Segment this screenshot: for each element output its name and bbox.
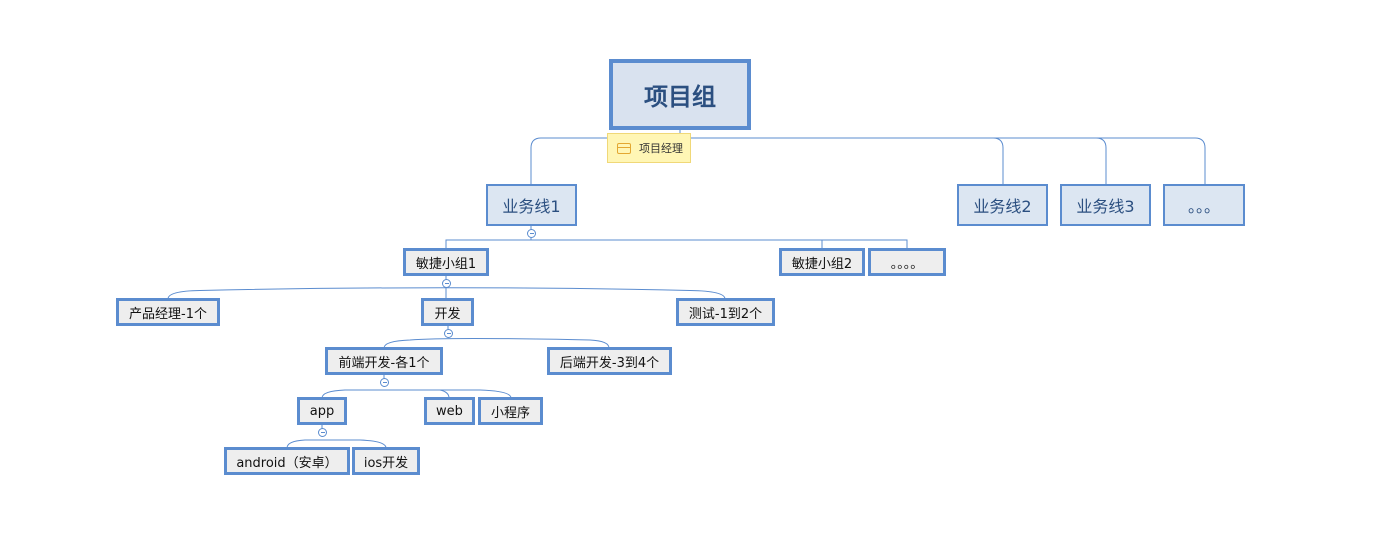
node-label: web bbox=[436, 403, 463, 419]
node-role-product-manager[interactable]: 产品经理-1个 bbox=[116, 298, 220, 326]
node-label: 测试-1到2个 bbox=[688, 306, 763, 322]
node-backend-dev[interactable]: 后端开发-3到4个 bbox=[547, 347, 672, 375]
collapse-toggle-icon[interactable] bbox=[444, 329, 453, 338]
node-label: ios开发 bbox=[363, 455, 409, 471]
node-label: 。。。 bbox=[1187, 197, 1220, 216]
node-team-1[interactable]: 敏捷小组1 bbox=[403, 248, 489, 276]
node-business-line-more[interactable]: 。。。 bbox=[1163, 184, 1245, 226]
node-role-dev[interactable]: 开发 bbox=[421, 298, 474, 326]
node-label: android（安卓） bbox=[236, 455, 338, 471]
note-project-manager[interactable]: 项目经理 bbox=[607, 133, 691, 163]
node-team-more[interactable]: 。。。。 bbox=[868, 248, 946, 276]
note-text: 项目经理 bbox=[639, 142, 683, 155]
node-web[interactable]: web bbox=[424, 397, 475, 425]
collapse-toggle-icon[interactable] bbox=[318, 428, 327, 437]
node-label: app bbox=[309, 403, 335, 419]
node-role-test[interactable]: 测试-1到2个 bbox=[676, 298, 775, 326]
node-label: 小程序 bbox=[490, 405, 530, 421]
node-team-2[interactable]: 敏捷小组2 bbox=[779, 248, 865, 276]
node-label: 业务线1 bbox=[502, 197, 561, 216]
node-app[interactable]: app bbox=[297, 397, 347, 425]
node-frontend-dev[interactable]: 前端开发-各1个 bbox=[325, 347, 443, 375]
node-label: 后端开发-3到4个 bbox=[559, 355, 660, 371]
collapse-toggle-icon[interactable] bbox=[442, 279, 451, 288]
node-label: 敏捷小组2 bbox=[791, 256, 853, 272]
node-label: 敏捷小组1 bbox=[415, 256, 477, 272]
collapse-toggle-icon[interactable] bbox=[380, 378, 389, 387]
root-node-project-group[interactable]: 项目组 bbox=[609, 59, 751, 130]
node-label: 。。。。 bbox=[890, 256, 924, 272]
node-mini-program[interactable]: 小程序 bbox=[478, 397, 543, 425]
node-business-line-1[interactable]: 业务线1 bbox=[486, 184, 577, 226]
node-business-line-2[interactable]: 业务线2 bbox=[957, 184, 1048, 226]
node-android[interactable]: android（安卓） bbox=[224, 447, 350, 475]
root-title: 项目组 bbox=[644, 83, 716, 111]
node-label: 业务线2 bbox=[973, 197, 1032, 216]
node-ios[interactable]: ios开发 bbox=[352, 447, 420, 475]
node-business-line-3[interactable]: 业务线3 bbox=[1060, 184, 1151, 226]
node-label: 开发 bbox=[434, 306, 461, 322]
node-label: 业务线3 bbox=[1076, 197, 1135, 216]
node-label: 前端开发-各1个 bbox=[338, 355, 430, 371]
note-icon bbox=[617, 142, 631, 154]
node-label: 产品经理-1个 bbox=[129, 306, 207, 322]
collapse-toggle-icon[interactable] bbox=[527, 229, 536, 238]
